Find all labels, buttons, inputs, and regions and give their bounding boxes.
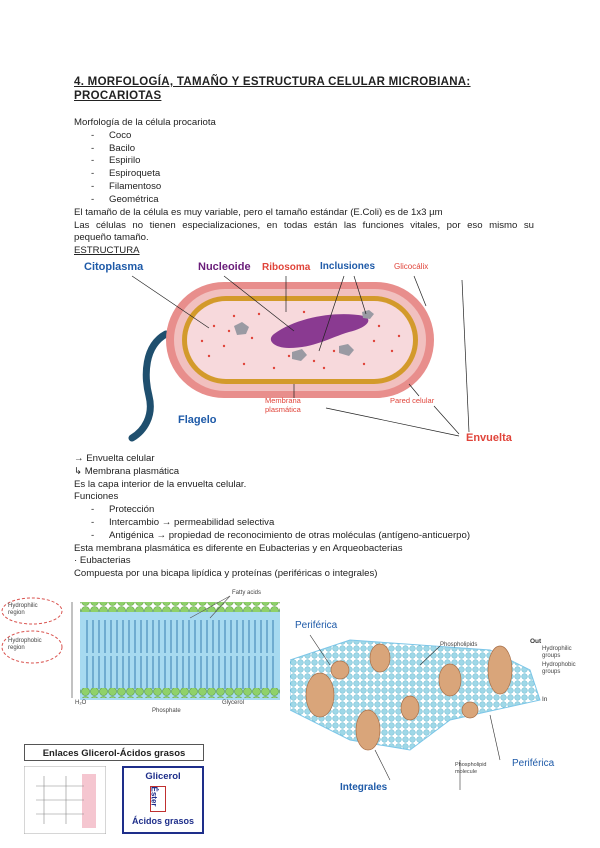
prokaryote-cell-diagram: Citoplasma Nucleoide Ribosoma Inclusione… [74,256,534,446]
list-item: Coco [109,129,132,141]
head-row-bottom [80,688,280,698]
label-periferica-bottom: Periférica [512,758,555,769]
label-water: H₂O [75,700,87,706]
label-ester: Éster [149,786,159,807]
glycerol-box-title: Enlaces Glicerol-Ácidos grasos [24,744,204,761]
eubacterias-text: · Eubacterias [74,555,131,567]
label-glicocalix: Glicocálix [394,262,429,271]
membrane-sheet [289,639,541,751]
membrane-illustration [289,634,541,790]
head-row-top [80,602,280,612]
list-item: Intercambio → permeabilidad selectiva [109,516,275,528]
list-item: Geométrica [109,193,159,205]
envelope-line1: → Envuelta celular [74,453,155,464]
nucleoid-shape [270,314,369,348]
functions-title: Funciones [74,491,119,503]
label-in: In [542,696,548,703]
membrane-proteins [305,643,513,751]
label-out: Out [530,638,542,645]
envelope-line3: Es la capa interior de la envuelta celul… [74,478,247,490]
cell-illustration [128,275,470,442]
list-item: Bacilo [109,142,136,154]
label-glycerol: Glycerol [222,700,245,706]
label-hydrophobic-groups: Hydrophobic groups [542,662,576,675]
structure-label: ESTRUCTURA [74,245,140,257]
label-envuelta: Envuelta [466,432,512,444]
composition-text: Compuesta por una bicapa lipídica y prot… [74,568,378,580]
membrane-protein-diagram: Periférica Phospholipids Out Hydrophilic… [289,610,590,810]
lipid-bilayer-diagram: Hydrophilic region Hydrophobic region Fa… [0,588,290,723]
label-phospholipids: Phospholipids [440,642,478,648]
cells-text-line2: pequeño tamaño. [74,232,149,244]
label-integrales: Integrales [340,782,388,793]
label-flagelo: Flagelo [178,414,217,426]
section-heading: 4. MORFOLOGÍA, TAMAÑO Y ESTRUCTURA CELUL… [74,75,529,103]
label-membrana: Membrana plasmática [265,396,301,414]
bilayer-illustration [1,595,280,700]
functions-list: - Protección - Intercambio → permeabilid… [91,504,471,541]
label-pared: Pared celular [390,396,435,405]
envelope-block: → Envuelta celular ↳ Membrana plasmática… [74,453,534,581]
label-glicerol: Glicerol [145,771,181,782]
glycerol-ester-box: Glicerol Éster Ácidos grasos [122,766,204,834]
morphology-block: Morfología de la célula procariota - Coc… [74,117,534,258]
cells-text-line1: Las células no tienen especializaciones,… [74,219,534,231]
label-inclusiones: Inclusiones [320,261,376,272]
label-hydrophilic-groups: Hydrophilic groups [542,646,572,659]
morphology-intro: Morfología de la célula procariota [74,117,216,128]
difference-text: Esta membrana plasmática es diferente en… [74,542,403,554]
label-nucleoide: Nucleoide [198,261,251,273]
list-item: Antigénica → propiedad de reconocimiento… [109,529,471,541]
section-heading-line1: 4. MORFOLOGÍA, TAMAÑO Y ESTRUCTURA CELUL… [74,76,471,88]
list-item: Espiroqueta [109,168,161,180]
label-citoplasma: Citoplasma [84,261,144,273]
label-periferica-top: Periférica [295,620,338,631]
label-hydrophilic: Hydrophilic region [8,603,38,616]
glycerol-ester-figure: Enlaces Glicerol-Ácidos grasos Glicerol … [24,744,204,834]
glycerol-structure-sketch [24,766,106,834]
size-text: El tamaño de la célula es muy variable, … [74,206,443,218]
flagellum-shape [128,330,170,442]
inclusions [234,310,374,361]
list-item: Protección [109,504,155,516]
label-phosphate: Phosphate [152,708,181,714]
label-ribosoma: Ribosoma [262,262,311,273]
list-item: Filamentoso [109,180,162,192]
list-item: Espirilo [109,155,141,167]
morphology-list: - Coco - Bacilo - Espirilo - Espiroqueta… [91,129,162,205]
label-acidos-grasos: Ácidos grasos [131,816,195,826]
label-phospholipid-molecule: Phospholipid molecule [455,762,487,775]
label-hydrophobic: Hydrophobic region [8,638,42,651]
envelope-line2: ↳ Membrana plasmática [74,465,180,477]
label-fatty-acids: Fatty acids [232,590,262,596]
section-heading-line2: PROCARIOTAS [74,90,162,102]
